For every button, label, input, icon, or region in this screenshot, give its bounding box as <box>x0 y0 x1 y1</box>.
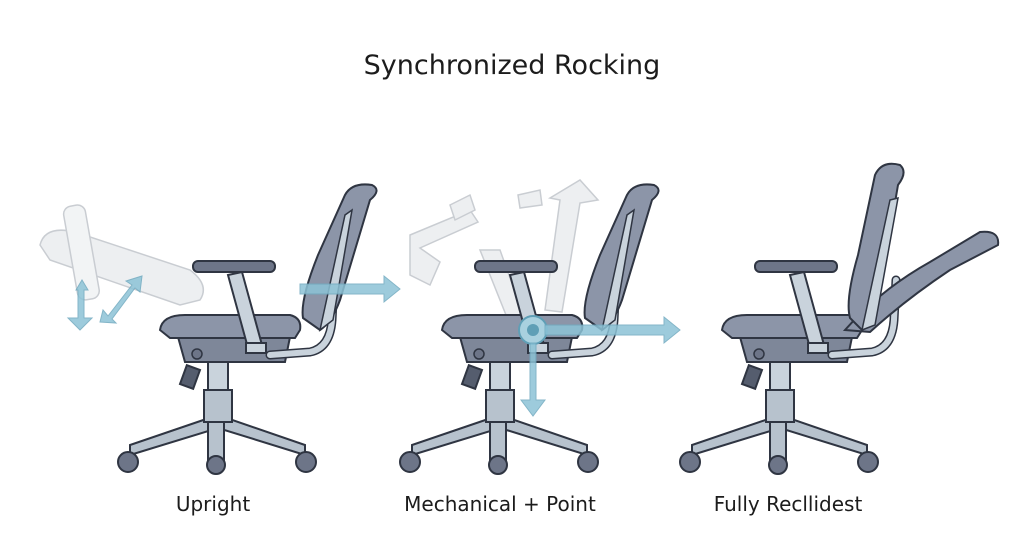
chair-mechanical-point <box>400 179 681 474</box>
reclined-backrest <box>842 162 1000 334</box>
pivot-point-icon <box>518 315 548 345</box>
motion-arrows <box>66 274 401 331</box>
panel-label-upright: Upright <box>175 492 251 516</box>
motion-arrows <box>520 315 681 417</box>
panel-label-mechanical-point: Mechanical + Point <box>404 492 596 516</box>
panel-label-fully-reclined: Fully Recllidest <box>713 492 863 516</box>
chair-upright <box>39 183 401 474</box>
diagram-title: Synchronized Rocking <box>363 50 661 81</box>
chair-fully-reclined <box>680 162 1000 474</box>
ghost-parts <box>409 179 600 326</box>
ghost-seat <box>39 204 205 306</box>
